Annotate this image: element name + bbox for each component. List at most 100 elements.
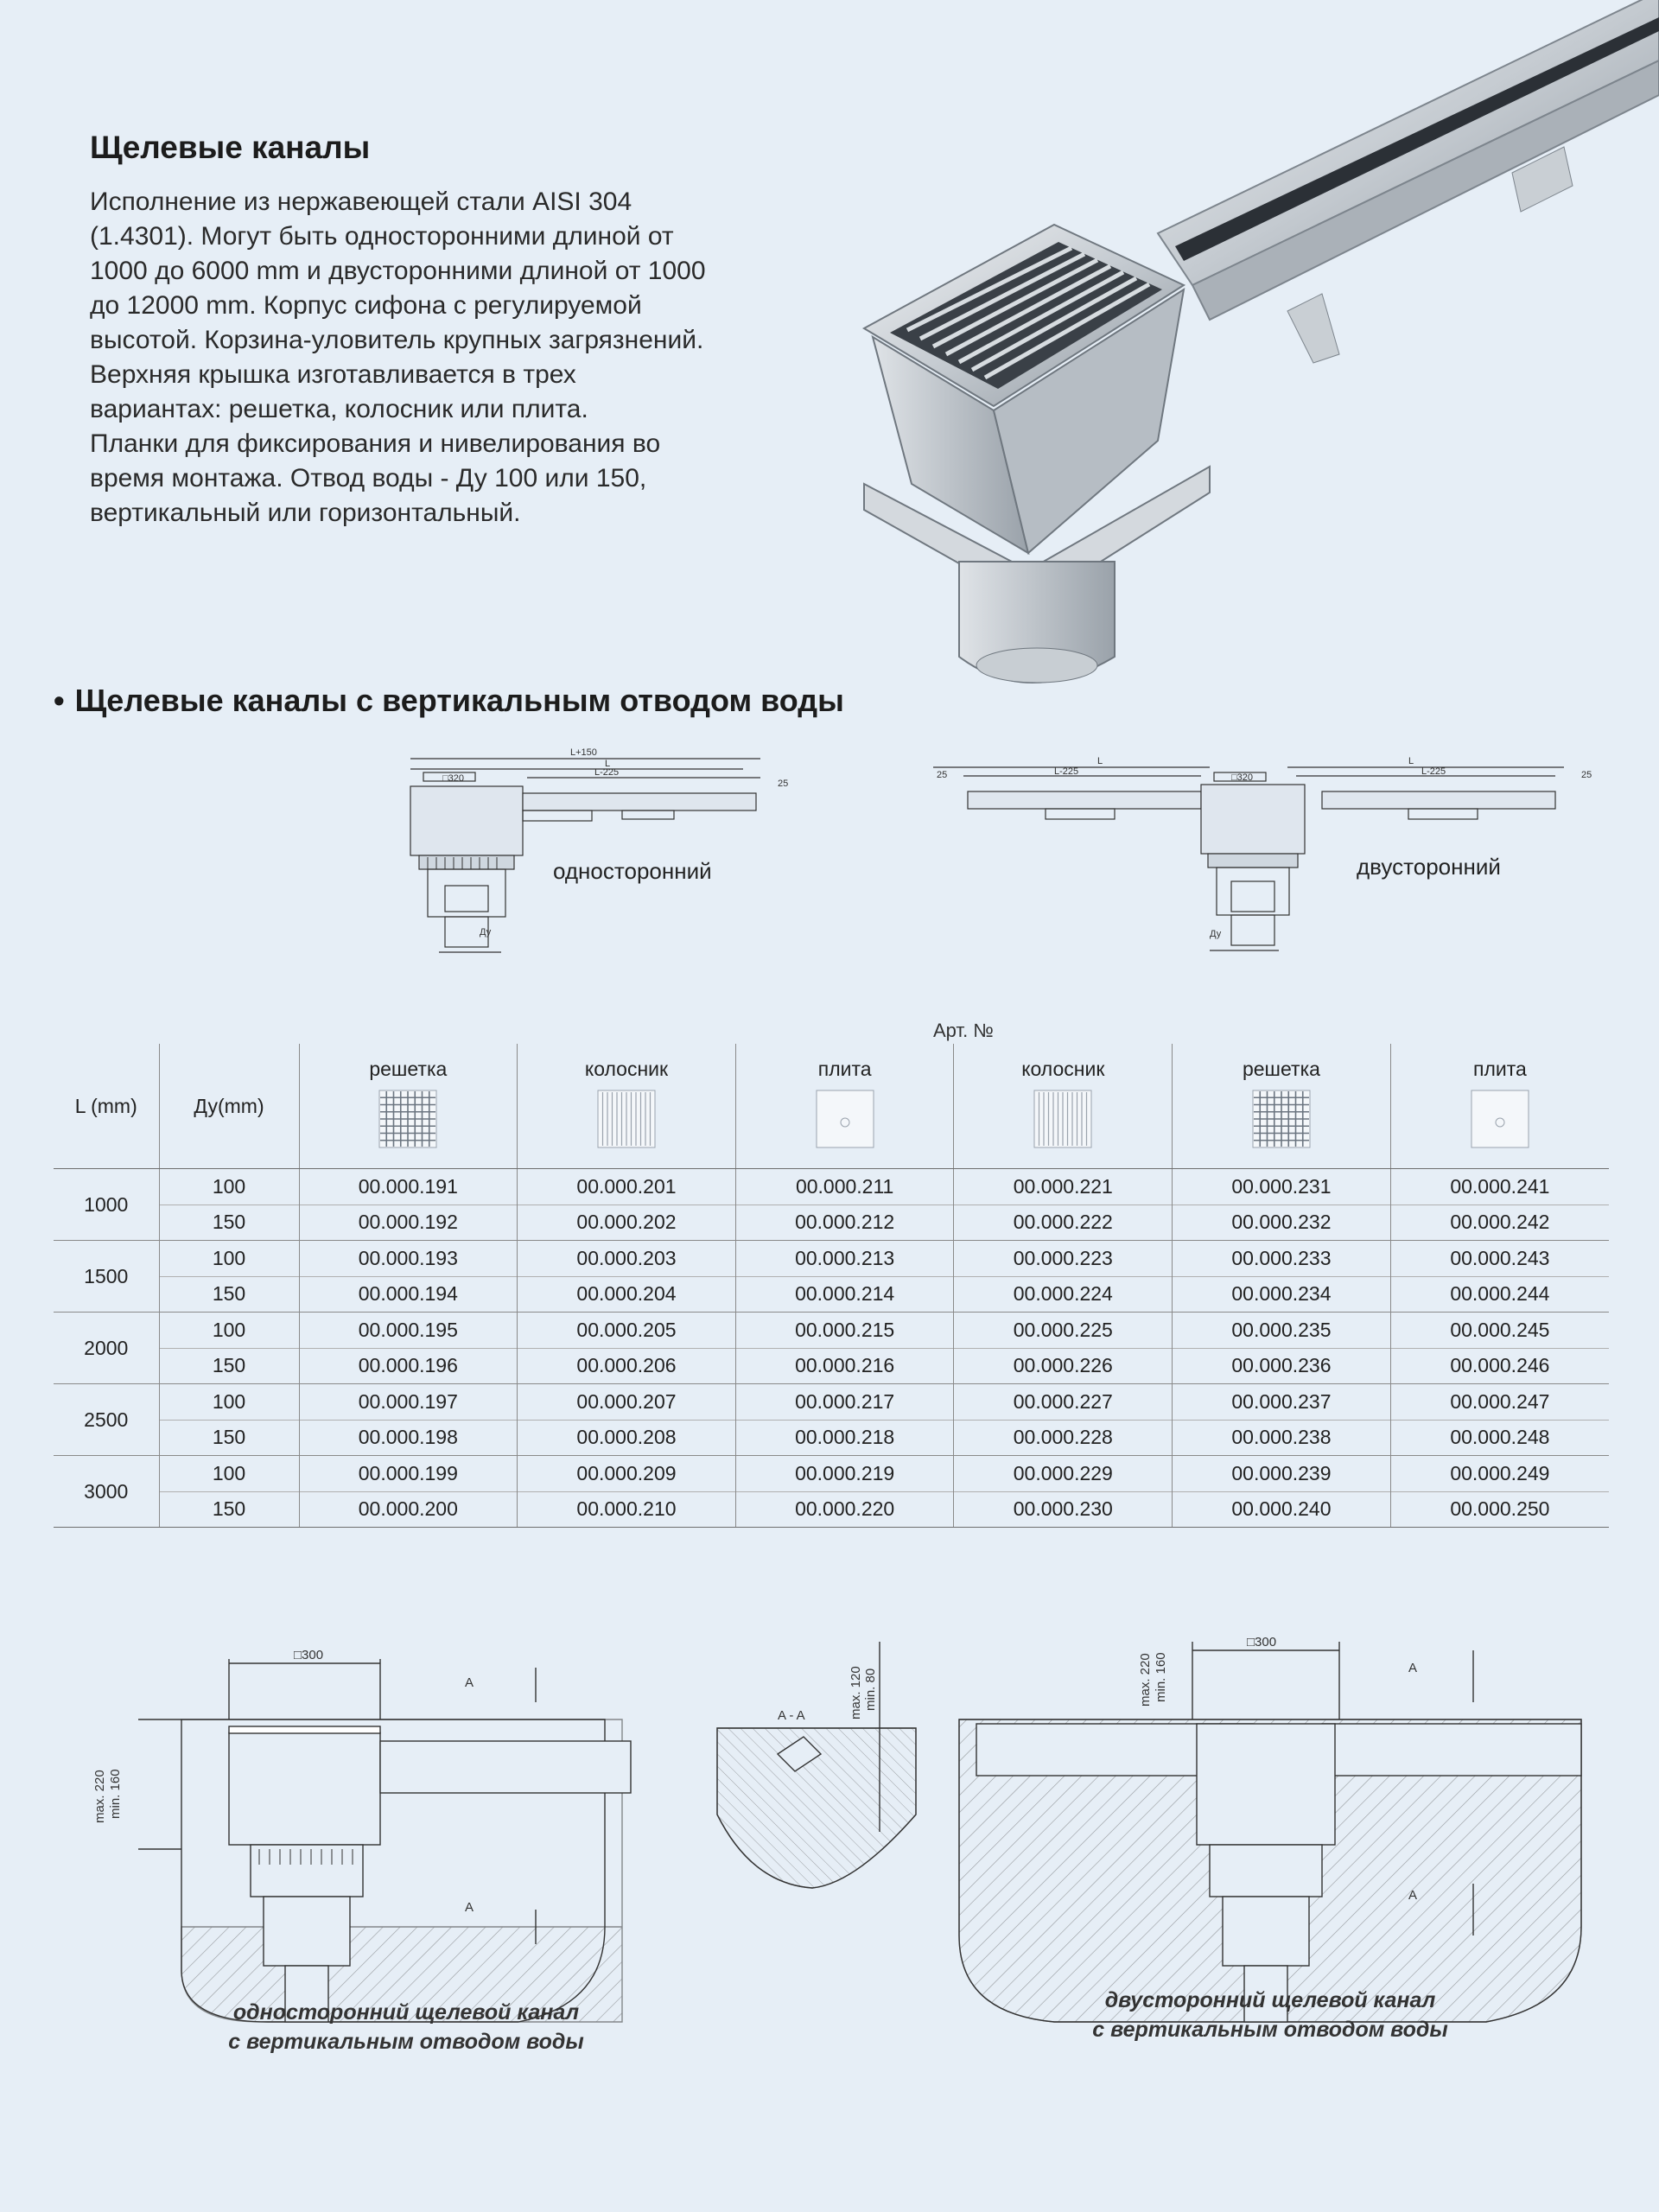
du-cell: 100 [158, 1240, 299, 1276]
article-code-cell: 00.000.228 [953, 1419, 1173, 1456]
dim-l225-right: L-225 [1421, 766, 1446, 777]
article-code-cell: 00.000.238 [1172, 1419, 1391, 1456]
intro-line: вариантах: решетка, колосник или плита. [90, 395, 588, 423]
plate-icon [1471, 1090, 1529, 1148]
section-a-bottom: A [465, 1900, 474, 1915]
article-code-cell: 00.000.205 [517, 1312, 736, 1348]
article-code-cell: 00.000.197 [298, 1383, 518, 1420]
col-header-3: колосник [953, 1044, 1173, 1169]
article-code-cell: 00.000.221 [953, 1168, 1173, 1205]
dim-25: 25 [778, 779, 788, 789]
article-code-cell: 00.000.232 [1172, 1204, 1391, 1241]
grid-icon [378, 1090, 437, 1148]
section-aa-drawing: A - A max. 120 min. 80 [716, 1642, 917, 1889]
double-installation-caption: двусторонний щелевой канал с вертикальны… [1028, 1986, 1512, 2044]
article-code-cell: 00.000.219 [734, 1455, 954, 1491]
article-code-cell: 00.000.203 [517, 1240, 736, 1276]
col-header-label: плита [1472, 1058, 1527, 1080]
dim-sq300-double: □300 [1247, 1635, 1276, 1649]
single-sided-drawing: L+150 L □320 L-225 25 Ду [410, 747, 788, 953]
du-cell: 100 [158, 1168, 299, 1205]
article-number-label: Арт. № [933, 1020, 994, 1041]
article-code-cell: 00.000.200 [298, 1491, 518, 1528]
intro-line: (1.4301). Могут быть односторонними длин… [90, 222, 674, 251]
dim-min80: min. 80 [863, 1669, 878, 1711]
intro-line: до 12000 mm. Корпус сифона с регулируемо… [90, 291, 642, 320]
length-cell: 2500 [54, 1383, 159, 1456]
dim-max120: max. 120 [849, 1666, 863, 1719]
dim-du: Ду [480, 927, 492, 938]
du-cell: 150 [158, 1419, 299, 1456]
dim-l: L [605, 759, 610, 769]
bars-icon [1033, 1090, 1092, 1148]
article-code-cell: 00.000.244 [1389, 1275, 1609, 1313]
article-code-cell: 00.000.208 [517, 1419, 736, 1456]
article-code-cell: 00.000.201 [517, 1168, 736, 1205]
article-code-cell: 00.000.195 [298, 1312, 518, 1348]
caption-line: с вертикальным отводом воды [228, 2030, 584, 2054]
article-code-cell: 00.000.237 [1172, 1383, 1391, 1420]
length-cell: 2000 [54, 1312, 159, 1384]
section-a-top: A [465, 1675, 474, 1690]
article-code-cell: 00.000.231 [1172, 1168, 1391, 1205]
single-sided-caption: односторонний [553, 858, 712, 884]
article-code-cell: 00.000.198 [298, 1419, 518, 1456]
dim-25-left: 25 [937, 770, 947, 780]
article-code-cell: 00.000.227 [953, 1383, 1173, 1420]
dim-du: Ду [1210, 929, 1222, 939]
intro-line: вертикальный или горизонтальный. [90, 499, 521, 527]
article-code-cell: 00.000.196 [298, 1347, 518, 1384]
article-code-cell: 00.000.235 [1172, 1312, 1391, 1348]
intro-text: Исполнение из нержавеющей стали AISI 304… [90, 185, 868, 531]
article-code-cell: 00.000.229 [953, 1455, 1173, 1491]
article-code-cell: 00.000.234 [1172, 1275, 1391, 1313]
article-code-cell: 00.000.222 [953, 1204, 1173, 1241]
grid-icon [1252, 1090, 1311, 1148]
article-code-cell: 00.000.224 [953, 1275, 1173, 1313]
article-code-cell: 00.000.236 [1172, 1347, 1391, 1384]
section-a-bottom-double: A [1408, 1888, 1417, 1903]
article-code-cell: 00.000.192 [298, 1204, 518, 1241]
article-code-cell: 00.000.209 [517, 1455, 736, 1491]
col-header-5: плита [1389, 1044, 1609, 1169]
dim-l225: L-225 [594, 767, 619, 778]
article-code-cell: 00.000.230 [953, 1491, 1173, 1528]
article-code-cell: 00.000.243 [1389, 1240, 1609, 1276]
article-code-cell: 00.000.247 [1389, 1383, 1609, 1420]
col-header-2: плита [734, 1044, 954, 1169]
col-header-label: колосник [1021, 1058, 1105, 1080]
intro-line: Верхняя крышка изготавливается в трех [90, 360, 576, 389]
article-code-cell: 00.000.248 [1389, 1419, 1609, 1456]
article-code-cell: 00.000.240 [1172, 1491, 1391, 1528]
col-header-0: решетка [298, 1044, 518, 1169]
du-cell: 150 [158, 1204, 299, 1241]
installation-drawings: □300 A A max. 220 min. 160 A - A max. 12… [92, 1635, 1582, 2023]
intro-line: Планки для фиксирования и нивелирования … [90, 429, 661, 458]
article-code-cell: 00.000.212 [734, 1204, 954, 1241]
col-header-label: решетка [1242, 1058, 1320, 1080]
article-code-cell: 00.000.194 [298, 1275, 518, 1313]
col-header-label: колосник [584, 1058, 669, 1080]
dim-max220-double: max. 220 [1138, 1653, 1153, 1707]
dim-min160: min. 160 [108, 1769, 123, 1819]
article-code-cell: 00.000.245 [1389, 1312, 1609, 1348]
dim-max220: max. 220 [92, 1770, 107, 1823]
caption-line: односторонний щелевой канал [232, 2000, 580, 2024]
col-header-du: Ду(mm) [158, 1044, 299, 1169]
section-heading: •Щелевые каналы с вертикальным отводом в… [54, 683, 844, 719]
article-code-cell: 00.000.216 [734, 1347, 954, 1384]
bullet: • [54, 683, 65, 718]
article-code-cell: 00.000.223 [953, 1240, 1173, 1276]
dim-l225-left: L-225 [1054, 766, 1078, 777]
col-header-label: решетка [369, 1058, 448, 1080]
col-header-4: решетка [1172, 1044, 1391, 1169]
single-installation-caption: односторонний щелевой канал с вертикальн… [164, 1998, 648, 2056]
article-code-cell: 00.000.220 [734, 1491, 954, 1528]
plate-icon [816, 1090, 874, 1148]
article-code-cell: 00.000.233 [1172, 1240, 1391, 1276]
intro-line: высотой. Корзина-уловитель крупных загря… [90, 326, 704, 354]
